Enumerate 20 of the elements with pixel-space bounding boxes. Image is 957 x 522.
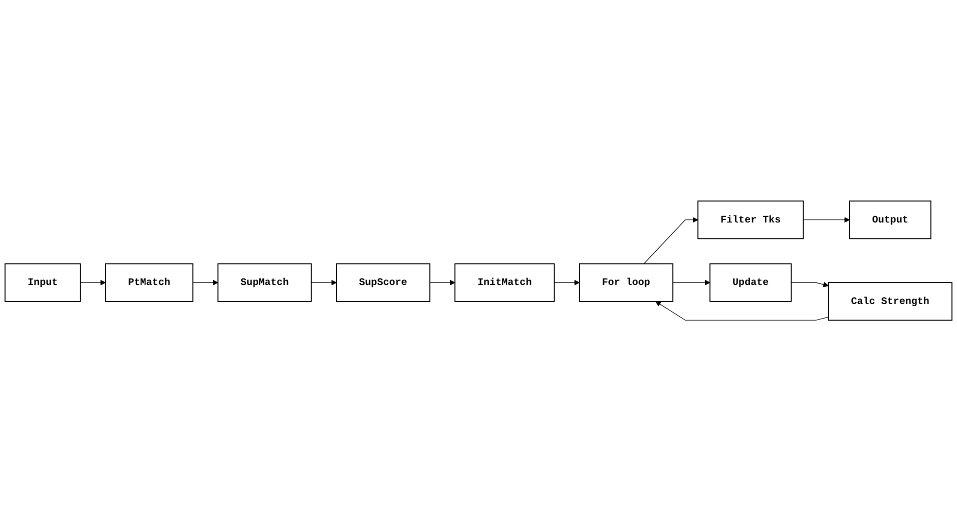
node-box: Input [4, 264, 81, 302]
arrow [554, 280, 580, 286]
arrow [644, 217, 698, 264]
arrow [790, 282, 829, 288]
arrow [655, 302, 829, 321]
arrow [192, 280, 218, 286]
node-box: SupScore [336, 264, 430, 302]
node-box: SupMatch [217, 264, 312, 302]
node-box: Calc Strength [828, 282, 952, 322]
arrow [311, 280, 337, 286]
node-box: InitMatch [454, 264, 555, 302]
node-box: Update [709, 264, 792, 302]
arrow [80, 280, 106, 286]
node-box: Output [849, 200, 932, 240]
node-box: For loop [578, 264, 674, 302]
node-box: PtMatch [105, 264, 194, 302]
arrow [672, 280, 710, 286]
arrow [803, 217, 850, 223]
node-box: Filter Tks [697, 200, 804, 240]
arrow [429, 280, 456, 286]
